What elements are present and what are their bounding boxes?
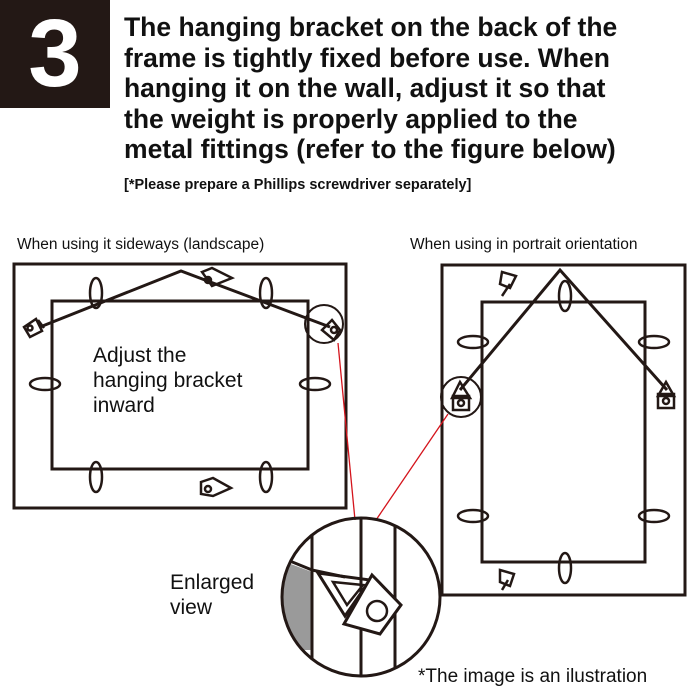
- pointer-line: [337, 342, 449, 521]
- frame-clip-icon: [28, 276, 332, 494]
- hanging-bracket-icon: [449, 270, 677, 591]
- label-line: Enlarged: [170, 571, 255, 594]
- frame-clip-icon: [456, 279, 671, 585]
- step-number-badge: 3: [0, 0, 110, 108]
- portrait-label: When using in portrait orientation: [410, 236, 638, 253]
- heading-line: The hanging bracket on the back of the: [124, 12, 618, 42]
- landscape-label: When using it sideways (landscape): [17, 236, 265, 253]
- heading-line: the weight is properly applied to the: [124, 103, 578, 134]
- heading-line: hanging it on the wall, adjust it so tha…: [124, 73, 606, 103]
- zoom-circle: [440, 376, 482, 418]
- heading-line: frame is tightly fixed before use. When: [124, 42, 610, 73]
- instruction-line: inward: [93, 394, 155, 417]
- instruction-line: Adjust the: [93, 344, 187, 367]
- enlarged-view-label: Enlarged view: [170, 570, 254, 620]
- enlarged-view-illustration: [280, 516, 442, 678]
- adjust-instruction: Adjust the hanging bracket inward: [93, 343, 242, 418]
- portrait-frame-illustration: [440, 263, 687, 597]
- heading-line: metal fittings (refer to the figure belo…: [124, 134, 616, 164]
- enlarged-circle: [280, 516, 442, 678]
- landscape-frame-illustration: [12, 262, 348, 510]
- instruction-line: hanging bracket: [93, 369, 243, 392]
- label-line: view: [170, 596, 213, 619]
- zoom-circle: [304, 304, 344, 344]
- illustration-disclaimer: *The image is an ilustration: [418, 666, 648, 687]
- hanging-bracket-icon: [22, 266, 342, 498]
- instruction-heading: The hanging bracket on the back of the f…: [124, 12, 694, 165]
- screwdriver-note: [*Please prepare a Phillips screwdriver …: [124, 177, 472, 193]
